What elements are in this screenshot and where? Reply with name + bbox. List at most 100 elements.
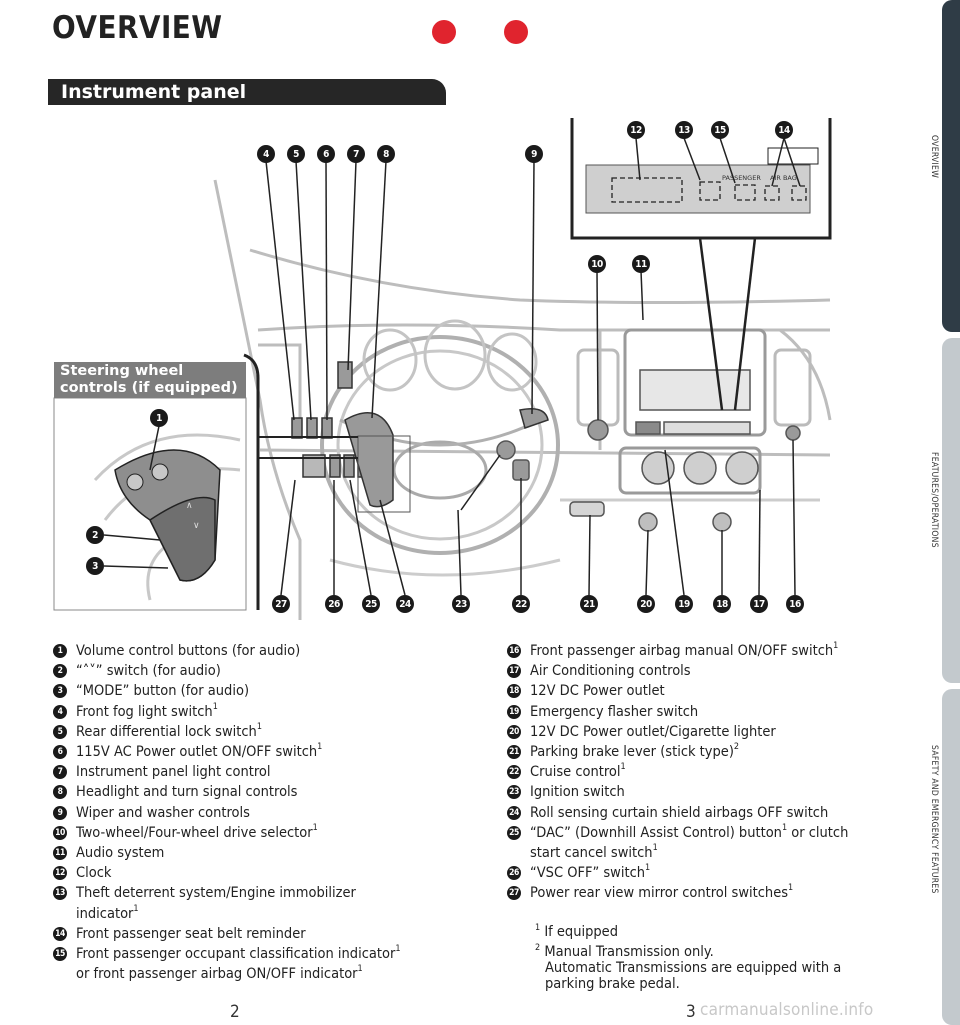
- watermark: carmanualsonline.info: [700, 1000, 874, 1020]
- legend-number: 16: [507, 644, 521, 658]
- side-tabs: [940, 0, 960, 1025]
- legend-text: 12V DC Power outlet/Cigarette lighter: [530, 723, 776, 740]
- legend-text: Air Conditioning controls: [530, 663, 691, 680]
- callout-13: 13: [675, 121, 693, 139]
- footnote-ref: 1: [312, 822, 318, 833]
- legend-item: 2“˄˅” switch (for audio): [53, 661, 473, 681]
- legend-text: Front fog light switch: [76, 703, 213, 720]
- legend-text: Power rear view mirror control switches: [530, 885, 789, 902]
- legend-text: Audio system: [76, 845, 165, 862]
- legend-text-mid: or clutch: [787, 824, 849, 841]
- callout-11: 11: [632, 255, 650, 273]
- legend-text: Front passenger airbag manual ON/OFF swi…: [530, 643, 834, 659]
- red-dot-marker: [504, 20, 528, 44]
- callout-24: 24: [396, 595, 414, 613]
- legend-text: “MODE” button (for audio): [76, 683, 250, 700]
- section-header: Instrument panel: [48, 79, 446, 105]
- callout-21: 21: [580, 595, 598, 613]
- legend-text: Parking brake lever (stick type): [530, 744, 734, 761]
- legend-number: 9: [53, 805, 67, 820]
- callout-22: 22: [512, 595, 530, 613]
- footnote-mark: 1: [535, 923, 541, 933]
- footnote-ref: 1: [357, 964, 363, 975]
- legend-number: 23: [507, 785, 521, 800]
- legend-number: 27: [507, 886, 521, 901]
- legend-item: 16 Front passenger airbag manual ON/OFF s…: [507, 641, 917, 661]
- legend-text: Two-wheel/Four-wheel drive selector: [76, 824, 313, 841]
- legend-number: 4: [53, 704, 67, 719]
- legend-item: 24 Roll sensing curtain shield airbags OF…: [507, 803, 917, 823]
- legend-item: 26“VSC OFF” switch1: [507, 863, 917, 883]
- legend-text: Emergency flasher switch: [530, 703, 699, 720]
- legend-text: Volume control buttons (for audio): [76, 643, 301, 659]
- callout-23: 23: [452, 595, 470, 613]
- tab-label-safety: SAFETY AND EMERGENCY FEATURES: [929, 745, 939, 894]
- legend-item: 9 Wiper and washer controls: [53, 803, 473, 823]
- legend-item: 19 Emergency flasher switch: [507, 702, 917, 722]
- legend-number: 26: [507, 866, 521, 881]
- legend-item: 7 Instrument panel light control: [53, 762, 473, 782]
- legend-number: 22: [507, 765, 521, 780]
- callout-17: 17: [750, 595, 768, 613]
- svg-text:∨: ∨: [193, 521, 200, 531]
- legend-number: 21: [507, 745, 521, 760]
- callout-6: 6: [317, 145, 335, 163]
- legend-item: 23 Ignition switch: [507, 782, 917, 802]
- display-airbag: AIR BAG: [770, 174, 797, 182]
- legend-right: 16 Front passenger airbag manual ON/OFF s…: [507, 641, 917, 904]
- callout-16: 16: [786, 595, 804, 613]
- legend-text-cont: indicator: [76, 905, 134, 922]
- legend-text-cont: or front passenger airbag ON/OFF indicat…: [76, 966, 358, 983]
- tab-safety[interactable]: [942, 689, 960, 1025]
- callout-20: 20: [637, 595, 655, 613]
- callout-26: 26: [325, 595, 343, 613]
- legend-number: 24: [507, 805, 521, 820]
- footnote-ref: 1: [788, 883, 794, 894]
- footnote-ref: 1: [317, 742, 323, 753]
- legend-text: Headlight and turn signal controls: [76, 784, 298, 801]
- callout-9: 9: [525, 145, 543, 163]
- callout-1: 1: [150, 409, 168, 427]
- legend-text: Wiper and washer controls: [76, 804, 250, 821]
- footnote-text-cont: Automatic Transmissions are equipped wit…: [545, 960, 842, 976]
- legend-text: Instrument panel light control: [76, 764, 271, 781]
- callout-7: 7: [347, 145, 365, 163]
- footnote-ref: 1: [256, 721, 262, 732]
- legend-item: 25“DAC” (Downhill Assist Control) button…: [507, 823, 917, 863]
- legend-item: 5 Rear differential lock switch1: [53, 722, 473, 742]
- page-number-right: 3: [686, 1002, 696, 1022]
- legend-number: 17: [507, 664, 521, 679]
- footnote-text-cont: parking brake pedal.: [545, 976, 680, 992]
- callout-8: 8: [377, 145, 395, 163]
- footnote-ref: 1: [212, 701, 218, 712]
- footnote-ref: 1: [645, 863, 651, 874]
- page-number-left: 2: [230, 1002, 240, 1022]
- legend-number: 6: [53, 745, 67, 760]
- callout-12: 12: [627, 121, 645, 139]
- tab-label-overview: OVERVIEW: [929, 135, 939, 179]
- legend-number: 14: [53, 926, 67, 941]
- legend-number: 19: [507, 704, 521, 719]
- red-dot-marker: [432, 20, 456, 44]
- legend-number: 7: [53, 765, 67, 780]
- tab-features[interactable]: [942, 338, 960, 683]
- legend-text-cont: start cancel switch: [530, 845, 653, 862]
- display-passenger: PASSENGER: [722, 174, 761, 182]
- legend-number: 5: [53, 724, 67, 739]
- footnote-ref: 1: [133, 903, 139, 914]
- footnote-ref: 1: [833, 641, 839, 651]
- legend-number: 18: [507, 684, 521, 699]
- legend-text: Cruise control: [530, 764, 621, 781]
- legend-text: Roll sensing curtain shield airbags OFF …: [530, 804, 829, 821]
- legend-text: Rear differential lock switch: [76, 723, 257, 740]
- legend-number: 13: [53, 886, 67, 901]
- legend-item: 3“MODE” button (for audio): [53, 681, 473, 701]
- footnote-ref: 1: [395, 944, 401, 955]
- tab-overview[interactable]: [942, 0, 960, 332]
- legend-text: Ignition switch: [530, 784, 625, 801]
- footnote-ref: 1: [781, 822, 788, 833]
